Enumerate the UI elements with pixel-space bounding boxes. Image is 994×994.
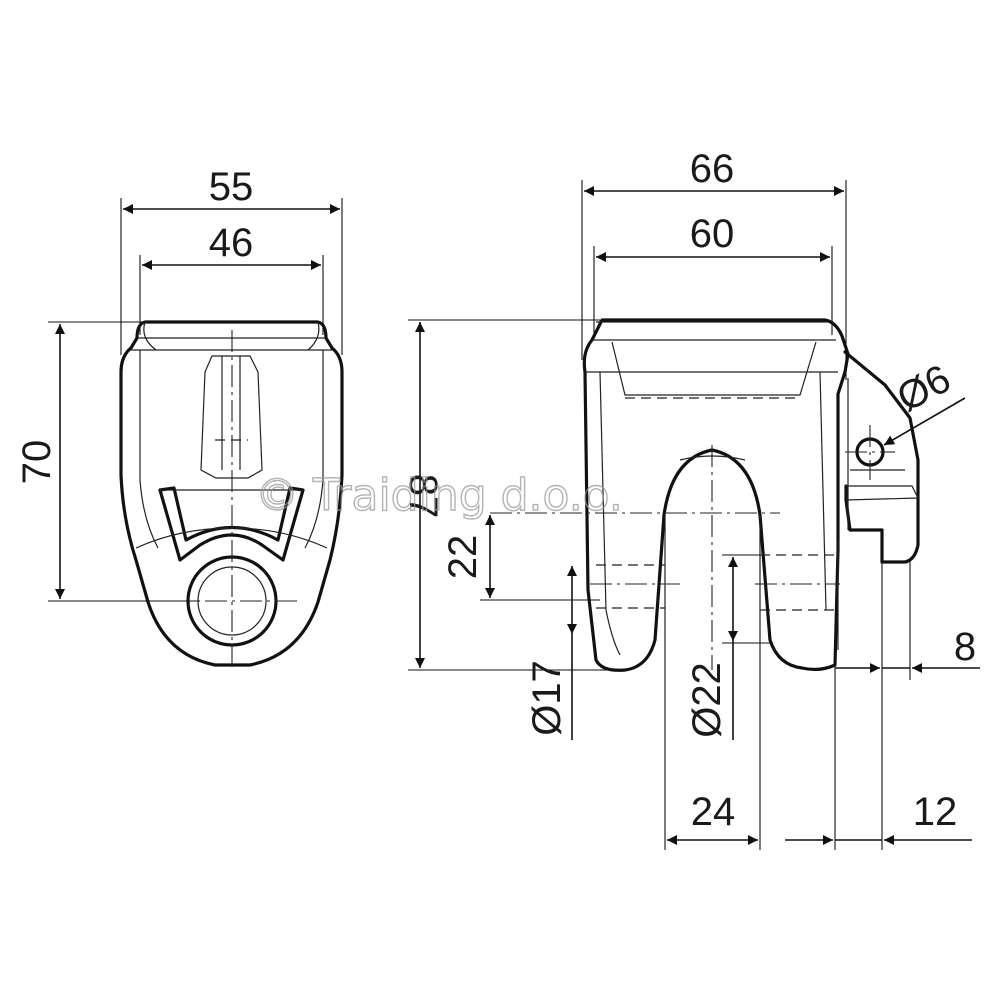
dim-front-width-outer: 55: [209, 165, 254, 209]
dim-flange-thickness: 12: [913, 790, 958, 834]
dim-flange-offset: 8: [954, 625, 976, 669]
dim-bore-large: Ø22: [685, 662, 729, 738]
dim-slot-width: 24: [691, 790, 736, 834]
front-yoke: [158, 486, 305, 562]
dim-front-width-inner: 46: [209, 221, 254, 265]
dim-hole-offset: 22: [441, 535, 485, 580]
side-dimensions: 66 60 87 22 Ø17 Ø22 Ø6 24 12: [401, 147, 980, 850]
side-body-outline: [582, 318, 850, 672]
dim-front-height: 70: [15, 440, 59, 485]
dim-side-width-outer: 66: [690, 147, 735, 191]
side-flange: [843, 350, 920, 564]
front-dimensions: 55 46 70: [15, 165, 343, 602]
dim-side-width-inner: 60: [690, 212, 735, 256]
front-body-outline: [119, 320, 344, 667]
watermark: © Traiding d.o.o.: [255, 470, 623, 521]
dim-bore-small: Ø17: [525, 660, 569, 736]
side-view: [490, 318, 920, 672]
dim-pin-hole: Ø6: [890, 357, 958, 421]
dim-side-height: 87: [401, 474, 445, 519]
